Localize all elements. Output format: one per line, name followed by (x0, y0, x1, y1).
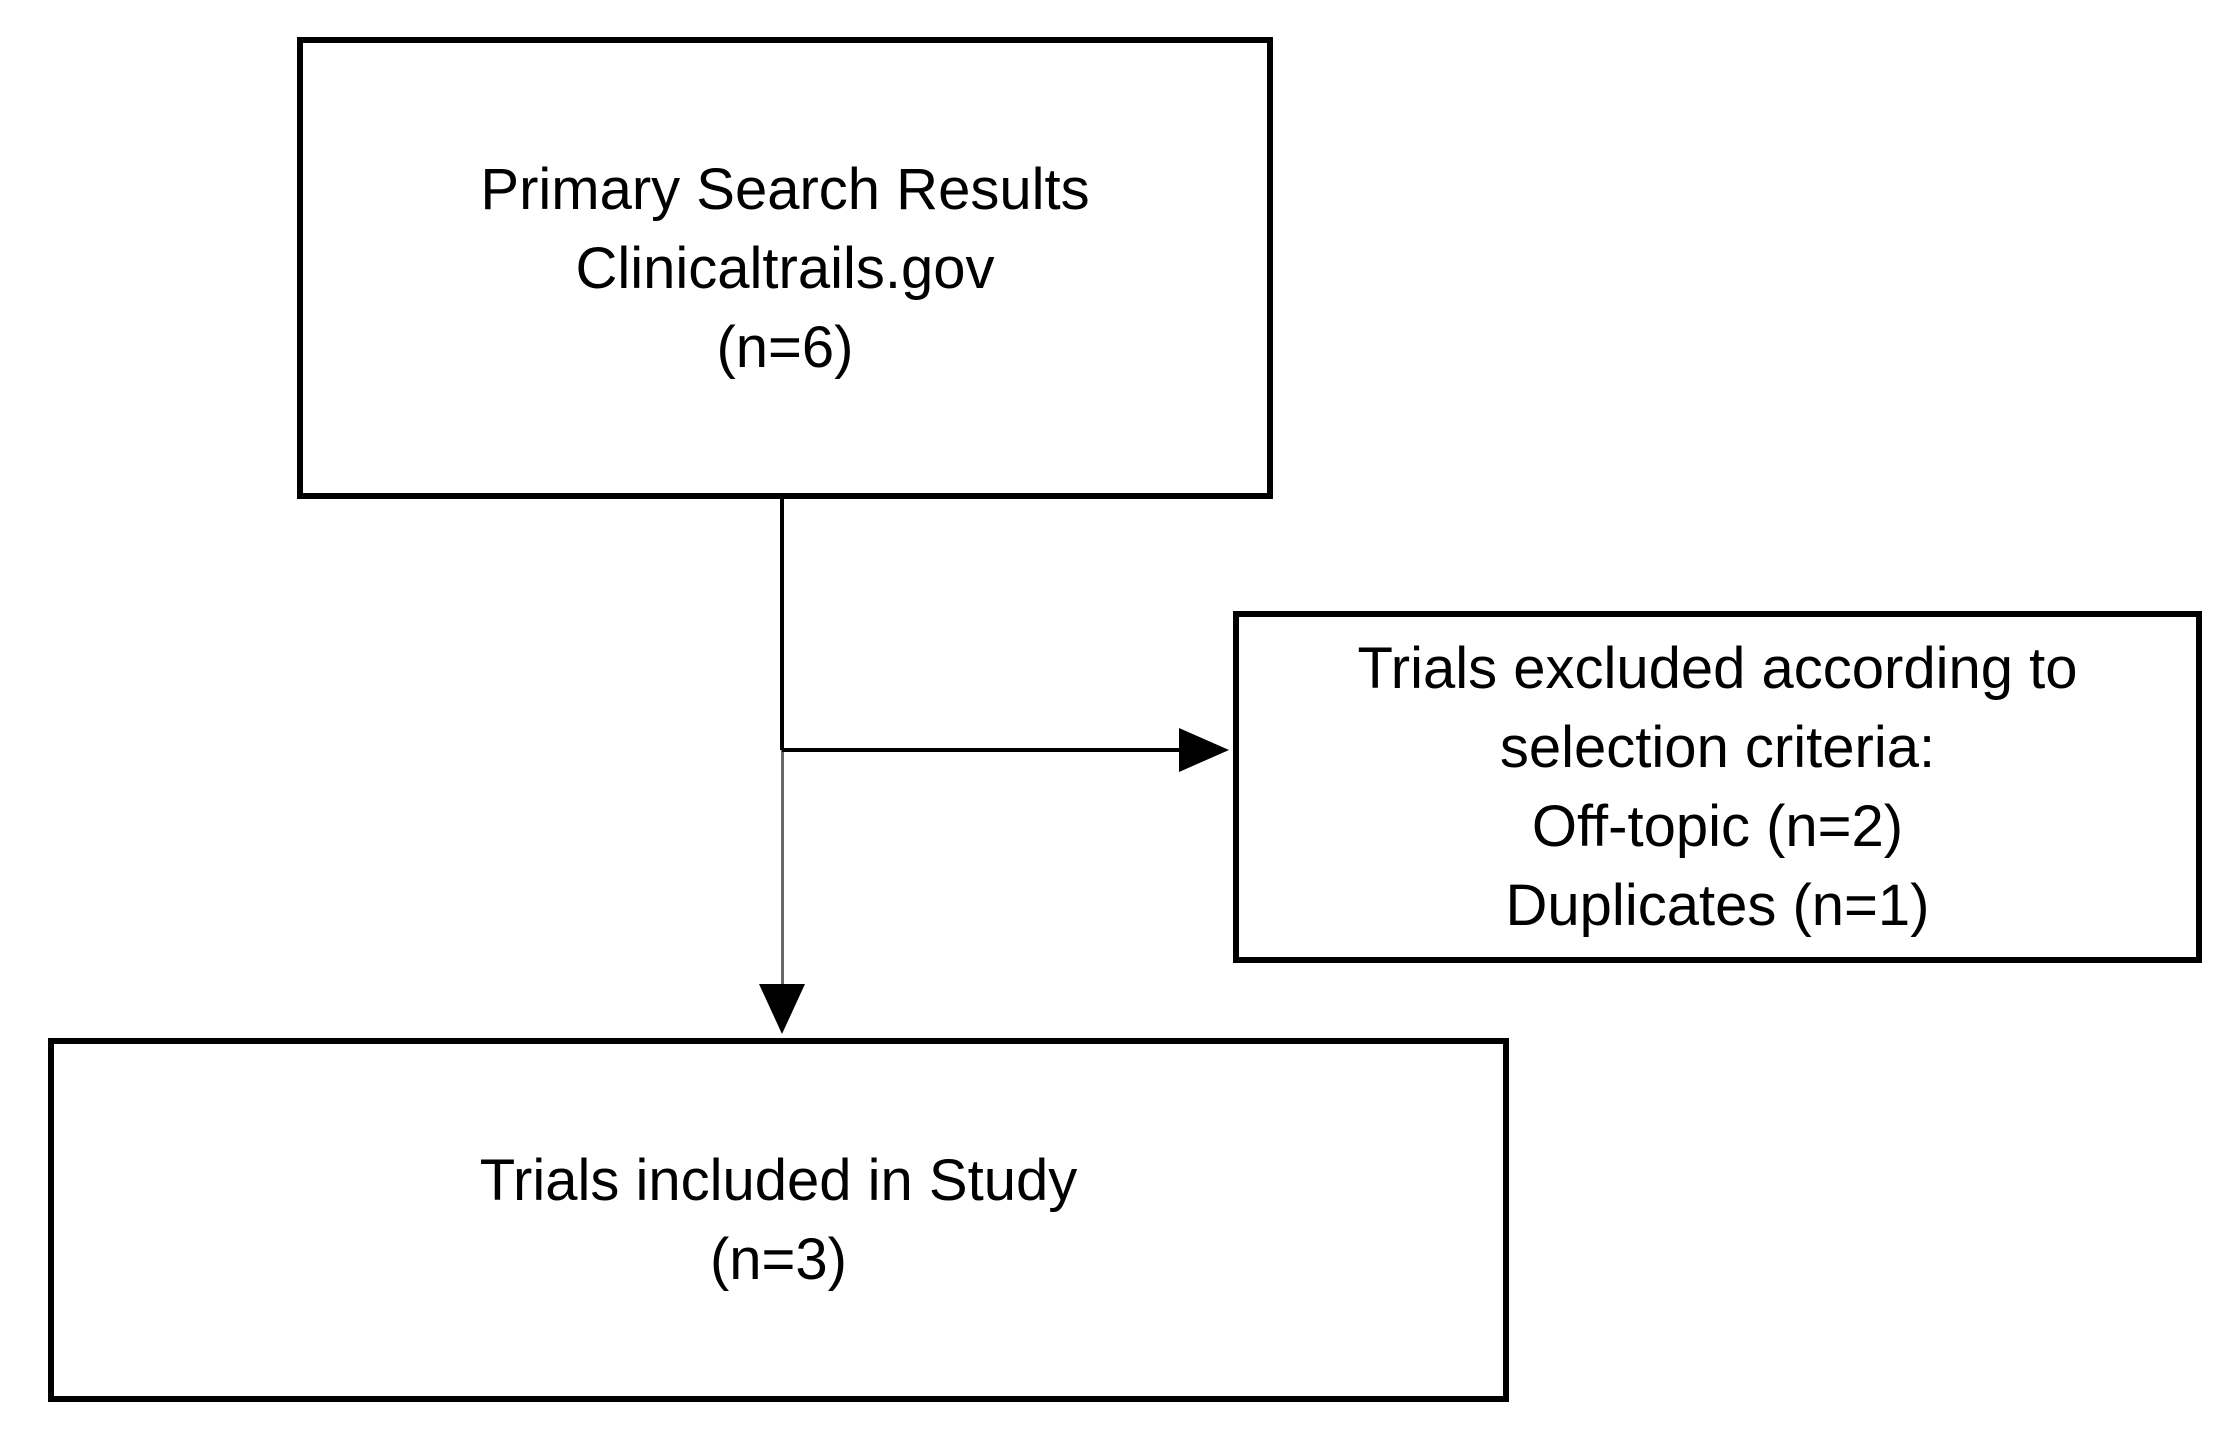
flow-node-trials-excluded: Trials excluded according to selection c… (1233, 611, 2202, 963)
connector-vertical-lower (781, 750, 784, 988)
node-text-line: (n=3) (709, 1227, 847, 1292)
connector-horizontal-branch (782, 748, 1182, 752)
node-text-line: Primary Search Results (480, 156, 1090, 222)
arrowhead-right-icon (1179, 728, 1229, 772)
arrowhead-down-icon (759, 984, 805, 1034)
flow-node-primary-search: Primary Search Results Clinicaltrails.go… (297, 37, 1273, 499)
node-text-line: Clinicaltrails.gov (575, 235, 995, 301)
node-text-line: Trials excluded according to (1357, 636, 2078, 701)
node-text-line: Off-topic (n=2) (1531, 794, 1904, 859)
node-text-line: (n=6) (716, 314, 854, 380)
flow-node-trials-included: Trials included in Study (n=3) (48, 1038, 1509, 1402)
node-text-line: Trials included in Study (479, 1148, 1078, 1213)
node-text-line: selection criteria: (1499, 715, 1936, 780)
node-text-line: Duplicates (n=1) (1505, 873, 1930, 938)
connector-vertical-upper (780, 499, 784, 750)
